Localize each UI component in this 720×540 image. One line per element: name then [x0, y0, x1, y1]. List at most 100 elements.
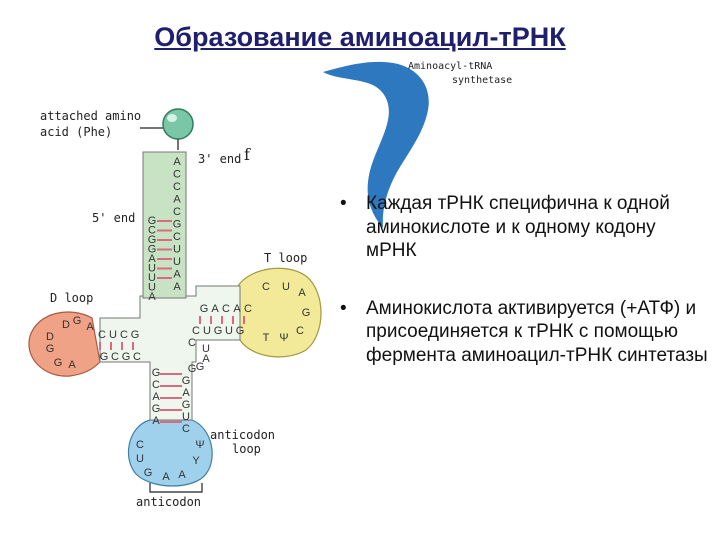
acceptor-5prime-base: G [148, 215, 157, 227]
attached-amino-acid-label-2: acid (Phe) [40, 125, 112, 139]
d-arm-bottom-base: C [111, 351, 119, 363]
d-loop-base: G [73, 315, 82, 327]
five-prime-end-label: 5' end [92, 211, 135, 225]
t-loop-label: T loop [264, 251, 307, 265]
anticodon-loop-shape [127, 419, 213, 487]
anticodon-arm-left-base: A [152, 391, 160, 403]
anticodon-loop-label-2: loop [232, 442, 261, 456]
acceptor-3prime-base: C [173, 181, 181, 193]
amino-acid-highlight [167, 114, 177, 122]
acceptor-3prime-base: A [173, 194, 181, 206]
d-arm-bottom-base: C [133, 351, 141, 363]
anticodon-bracket [149, 483, 203, 493]
d-arm-bottom-base: G [122, 351, 131, 363]
t-loop-base: C [296, 325, 304, 337]
t-arm-top-base: A [233, 303, 241, 315]
anticodon-loop-label-1: anticodon [210, 428, 275, 442]
enzyme-label-line1: Aminoacyl-tRNA [408, 61, 492, 72]
anticodon-loop-base: A [162, 471, 170, 483]
enzyme-label-line2: synthetase [452, 75, 512, 86]
acceptor-3prime-base: U [173, 256, 181, 268]
slide-title: Образование аминоацил-тРНК [154, 22, 566, 52]
acceptor-3prime-base: C [173, 231, 181, 243]
acceptor-3prime-base: U [173, 244, 181, 256]
variable-loop-base: A [202, 353, 210, 365]
t-arm-top-base: A [211, 303, 219, 315]
anticodon-loop-base: Y [192, 455, 200, 467]
acceptor-3prime-base: G [173, 219, 182, 231]
acceptor-5prime-base: U [148, 272, 156, 284]
d-arm-top-base: G [131, 329, 140, 341]
variable-loop-base: C [188, 337, 196, 349]
anticodon-loop-base: Ψ [195, 439, 204, 451]
acceptor-5prime-base: G [148, 244, 157, 256]
t-arm-bottom-base: U [203, 325, 211, 337]
anticodon-arm-left-base: G [152, 367, 161, 379]
synthetase-enzyme-shape [323, 61, 429, 228]
anticodon-arm-right-base: G [182, 399, 191, 411]
acceptor-5prime-base: U [148, 263, 156, 275]
anticodon-arm-left-base: A [152, 415, 160, 427]
base-pairs [99, 220, 245, 423]
anticodon-label: anticodon [136, 495, 201, 509]
acceptor-5prime-base: G [148, 234, 157, 246]
d-loop-base: A [68, 359, 76, 371]
bullet-text-1: Каждая тРНК специфична к одной аминокисл… [366, 193, 670, 261]
t-arm-bottom-base: G [214, 325, 223, 337]
d-arm-top-base: C [98, 329, 106, 341]
t-loop-base: A [298, 287, 306, 299]
acceptor-3prime-base: A [173, 156, 181, 168]
d-arm-top-base: C [120, 329, 128, 341]
amino-acid-sphere [162, 108, 194, 140]
bullet-dot-icon: • [340, 297, 347, 319]
anticodon-arm-left-base: G [152, 403, 161, 415]
d-arm-bottom-base: G [100, 351, 109, 363]
anticodon-arm-right-base: G [182, 375, 191, 387]
acceptor-stem-fill [142, 151, 187, 299]
t-arm-top-base: C [222, 303, 230, 315]
d-loop-base: D [46, 331, 54, 343]
bullet-item-2: • Аминокислота активируется (+АТФ) и при… [338, 297, 708, 368]
acceptor-3prime-base: C [173, 206, 181, 218]
d-loop-label: D loop [50, 291, 93, 305]
t-arm-bottom-base: C [192, 325, 200, 337]
d-loop-base: A [86, 321, 94, 333]
t-arm-bottom-base: U [225, 325, 233, 337]
anticodon-loop-base: A [178, 469, 186, 481]
acceptor-3prime-base: A [173, 281, 181, 293]
t-arm-bottom-base: G [236, 325, 245, 337]
three-prime-end-label: 3' end [198, 152, 241, 166]
anticodon-loop-base: U [136, 453, 144, 465]
t-loop-shape [237, 267, 322, 358]
bullet-list: • Каждая тРНК специфична к одной аминоки… [338, 192, 708, 401]
bullet-item-1: • Каждая тРНК специфична к одной аминоки… [338, 192, 708, 263]
variable-loop-base: U [202, 343, 210, 355]
t-loop-base: U [282, 281, 290, 293]
d-loop-base: G [54, 357, 63, 369]
d-loop-base: D [62, 319, 70, 331]
t-loop-base: C [262, 281, 270, 293]
bullet-text-2: Аминокислота активируется (+АТФ) и присо… [366, 297, 708, 366]
attached-amino-acid-label-1: attached amino [40, 109, 141, 123]
anticodon-arm-right-base: A [182, 387, 190, 399]
anticodon-loop-base: C [136, 439, 144, 451]
acceptor-5prime-base: U [148, 282, 156, 294]
f-mark: f [244, 145, 251, 164]
t-arm-top-base: G [200, 303, 209, 315]
d-loop-base: G [46, 343, 55, 355]
t-arm-top-base: C [244, 303, 252, 315]
anticodon-loop-base: G [144, 467, 153, 479]
bullet-dot-icon: • [340, 193, 347, 214]
t-loop-base: T [263, 332, 270, 344]
acceptor-5prime-base: A [148, 253, 156, 265]
acceptor-3prime-base: C [173, 169, 181, 181]
t-loop-base: Ψ [279, 332, 288, 344]
d-loop-shape [28, 311, 101, 377]
d-arm-top-base: U [109, 329, 117, 341]
acceptor-3prime-base: A [173, 269, 181, 281]
anticodon-arm-left-base: C [152, 379, 160, 391]
t-loop-base: G [302, 307, 311, 319]
acceptor-5prime-base: A [148, 291, 156, 303]
